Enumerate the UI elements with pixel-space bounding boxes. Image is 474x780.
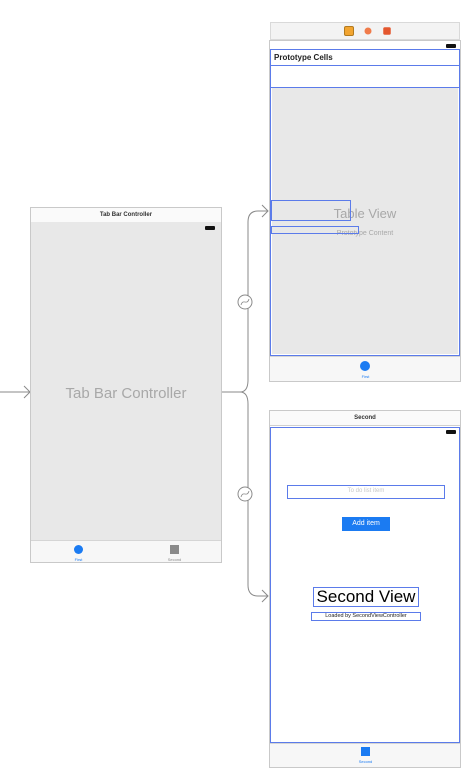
selected-cell-outline <box>271 226 359 234</box>
exit-icon[interactable] <box>383 27 391 35</box>
add-item-button[interactable]: Add item <box>342 517 390 531</box>
relationship-segue-icon[interactable] <box>237 486 253 502</box>
first-responder-icon[interactable] <box>364 27 372 35</box>
scene-title: Second <box>270 411 460 426</box>
content-area <box>31 222 221 540</box>
battery-icon <box>446 44 456 48</box>
second-scene[interactable]: Second To do list item Add item Second V… <box>269 410 461 768</box>
center-label: Tab Bar Controller <box>65 385 187 402</box>
view-outline <box>270 427 460 743</box>
scene-dock <box>270 22 460 40</box>
scene-title: Tab Bar Controller <box>31 208 221 223</box>
tab-second-label[interactable]: Second <box>358 759 373 764</box>
battery-icon <box>446 430 456 434</box>
table-content <box>272 88 458 354</box>
loaded-by-caption: Loaded by SecondViewController <box>311 612 421 621</box>
circle-tab-icon[interactable] <box>74 545 83 554</box>
prototype-content-label: Prototype Content <box>336 230 394 237</box>
tab-bar-controller-scene[interactable]: Tab Bar Controller Tab Bar Controller Fi… <box>30 207 222 563</box>
section-header: Prototype Cells <box>274 53 333 62</box>
circle-tab-icon[interactable] <box>360 361 370 371</box>
selected-cell-outline <box>271 200 351 221</box>
view-controller-icon[interactable] <box>344 26 354 36</box>
tab-second-label[interactable]: Second <box>167 557 182 562</box>
relationship-segue-icon[interactable] <box>237 294 253 310</box>
battery-icon <box>205 226 215 230</box>
square-tab-icon[interactable] <box>361 747 370 756</box>
tab-bar: First Second <box>31 540 221 562</box>
prototype-cell[interactable] <box>270 65 460 88</box>
second-view-heading: Second View <box>313 587 419 607</box>
tab-bar: Second <box>270 743 460 767</box>
tab-first-label[interactable]: First <box>74 557 83 562</box>
table-view-title: Table View <box>333 206 397 221</box>
tab-first-label[interactable]: First <box>361 374 370 379</box>
to-do-text-field[interactable]: To do list item <box>287 485 445 499</box>
table-view-scene[interactable]: Prototype Cells Table View Prototype Con… <box>269 40 461 382</box>
text-field-placeholder: To do list item <box>347 488 385 494</box>
table-view-outline <box>270 49 460 356</box>
square-tab-icon[interactable] <box>170 545 179 554</box>
tab-bar: First <box>270 356 460 381</box>
